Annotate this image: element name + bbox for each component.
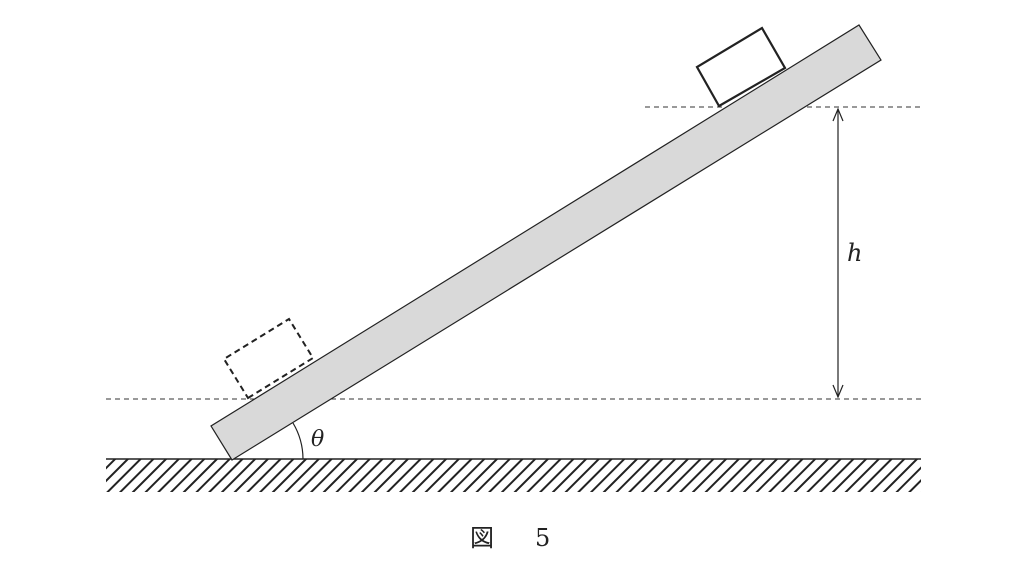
- block-bottom-dashed: [222, 317, 315, 400]
- figure-caption-number: 5: [535, 524, 550, 552]
- ground-hatching: [106, 459, 921, 492]
- block-top: [695, 26, 787, 108]
- angle-label: θ: [311, 427, 324, 452]
- figure-caption-kanji: 図: [470, 524, 494, 552]
- height-label: h: [847, 239, 862, 267]
- height-arrowhead-top: [832, 107, 844, 122]
- height-arrowhead-bottom: [832, 384, 844, 399]
- inclined-plank: [210, 24, 882, 461]
- angle-arc: [292, 422, 304, 460]
